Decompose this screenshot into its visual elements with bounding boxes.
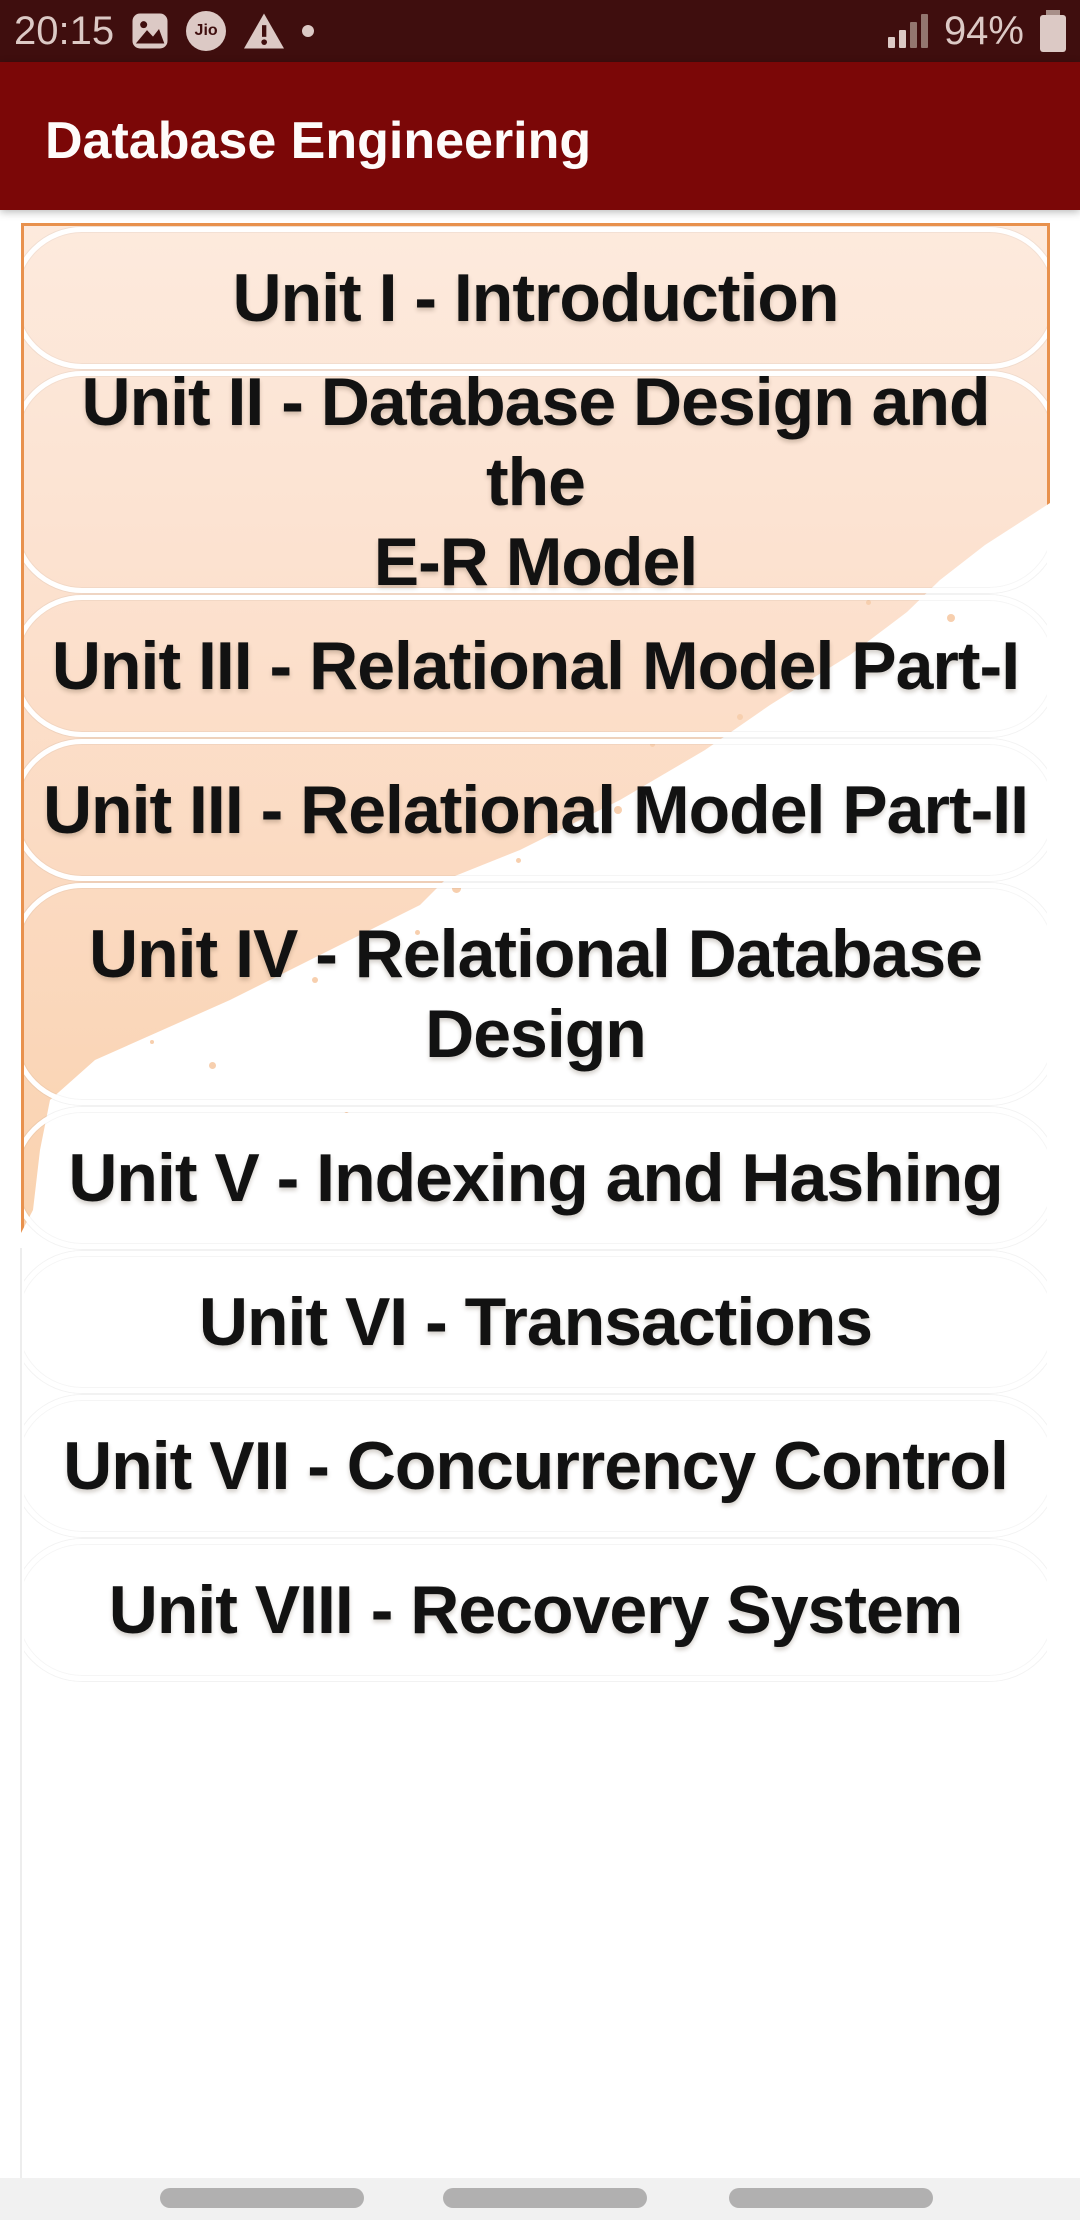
jio-icon: Jio	[186, 11, 227, 51]
gallery-icon	[130, 11, 170, 51]
paper-speckle	[795, 668, 801, 674]
clock: 20:15	[14, 8, 115, 53]
list-edge-line	[20, 1248, 22, 2178]
unit-button-3[interactable]: Unit III - Relational Model Part-I	[24, 594, 1047, 738]
paper-speckle	[150, 1040, 154, 1044]
paper-speckle	[614, 806, 622, 814]
status-bar-right: 94%	[887, 8, 1066, 54]
unit-button-label: Unit VI - Transactions	[198, 1284, 873, 1360]
unit-button-label: Unit II - Database Design and the E-R Mo…	[81, 370, 990, 594]
status-bar: 20:15 Jio 94%	[0, 0, 1080, 62]
status-bar-left: 20:15 Jio	[14, 8, 315, 54]
paper-speckle	[650, 742, 655, 747]
paper-speckle	[415, 930, 420, 935]
unit-button-6[interactable]: Unit V - Indexing and Hashing	[24, 1106, 1047, 1250]
navigation-bar	[0, 2178, 1080, 2220]
recents-button[interactable]	[160, 2188, 364, 2208]
unit-button-7[interactable]: Unit VI - Transactions	[24, 1250, 1047, 1394]
unit-button-label: Unit VIII - Recovery System	[108, 1572, 964, 1648]
unit-button-1[interactable]: Unit I - Introduction	[24, 226, 1047, 370]
battery-percent: 94%	[943, 8, 1024, 53]
unit-button-8[interactable]: Unit VII - Concurrency Control	[24, 1394, 1047, 1538]
app-bar: Database Engineering	[0, 62, 1080, 210]
signal-icon	[887, 14, 928, 48]
unit-button-label: Unit VII - Concurrency Control	[63, 1428, 1009, 1504]
unit-button-9[interactable]: Unit VIII - Recovery System	[24, 1538, 1047, 1682]
unit-button-2[interactable]: Unit II - Database Design and the E-R Mo…	[24, 370, 1047, 594]
unit-button-label: Unit III - Relational Model Part-II	[42, 772, 1029, 848]
paper-speckle	[866, 600, 871, 605]
battery-icon	[1040, 10, 1066, 52]
paper-speckle	[312, 977, 318, 983]
back-button[interactable]	[729, 2188, 933, 2208]
paper-speckle	[737, 714, 743, 720]
paper-speckle	[209, 1062, 216, 1069]
unit-button-label: Unit III - Relational Model Part-I	[51, 628, 1020, 704]
unit-button-label: Unit V - Indexing and Hashing	[68, 1140, 1003, 1216]
warning-icon	[242, 11, 286, 51]
home-button[interactable]	[443, 2188, 647, 2208]
unit-button-4[interactable]: Unit III - Relational Model Part-II	[24, 738, 1047, 882]
paper-speckle	[947, 614, 955, 622]
notification-dot-icon	[302, 25, 315, 37]
unit-list: Unit I - Introduction Unit II - Database…	[24, 226, 1047, 1682]
paper-speckle	[516, 858, 521, 863]
page-title: Database Engineering	[45, 112, 592, 170]
unit-button-label: Unit IV - Relational Database Design	[89, 916, 983, 1072]
unit-button-label: Unit I - Introduction	[232, 260, 840, 336]
unit-button-5[interactable]: Unit IV - Relational Database Design	[24, 882, 1047, 1106]
paper-speckle	[452, 884, 461, 893]
